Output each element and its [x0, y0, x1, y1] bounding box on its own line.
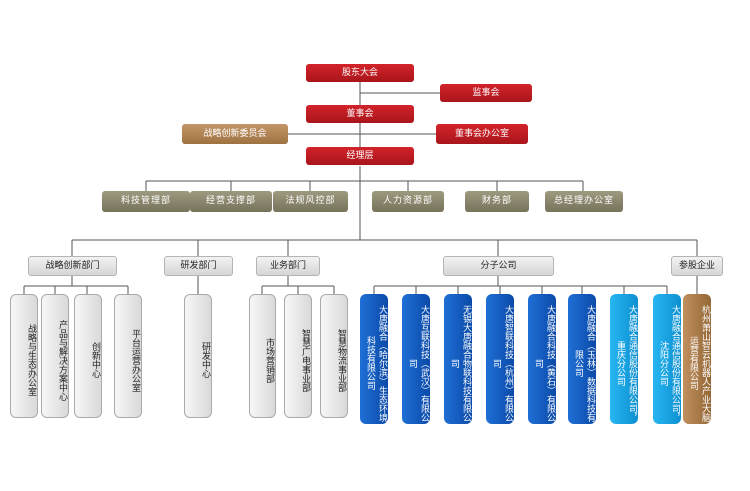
- group-business-dept: 业务部门: [256, 256, 320, 276]
- function-dept: 财务部: [465, 191, 529, 212]
- group-subsidiaries: 分子公司: [443, 256, 554, 276]
- board-of-directors: 董事会: [306, 105, 414, 123]
- business-unit: 智慧广电事业部: [284, 294, 312, 418]
- function-dept: 总经理办公室: [545, 191, 623, 212]
- strategy-unit: 战略与生态办公室: [10, 294, 38, 418]
- group-equity: 参股企业: [671, 256, 723, 276]
- function-dept: 科技管理部: [102, 191, 190, 212]
- shareholders-meeting: 股东大会: [306, 64, 414, 82]
- subsidiary-unit: 大唐智联科技（杭州）有限公司: [486, 294, 514, 424]
- subsidiary-unit: 大唐融合（玉林）数据科技有限公司: [568, 294, 596, 424]
- subsidiary-unit: 大唐融合通信股份有限公司，重庆分公司: [610, 294, 638, 424]
- equity-unit: 杭州萧山智云机器人产业大脑运营有限公司: [683, 294, 711, 424]
- strategy-unit: 产品与解决方案中心: [41, 294, 69, 418]
- rnd-unit: 研发中心: [184, 294, 212, 418]
- subsidiary-unit: 大唐融合（哈尔滨）生态环境科技有限公司: [360, 294, 388, 424]
- strategy-unit: 平台运营办公室: [114, 294, 142, 418]
- board-office: 董事会办公室: [436, 124, 528, 144]
- supervisory-board: 监事会: [440, 84, 532, 102]
- function-dept: 人力资源部: [372, 191, 444, 212]
- group-strategy-dept: 战略创新部门: [28, 256, 117, 276]
- business-unit: 市场营销部: [249, 294, 276, 418]
- subsidiary-unit: 大唐互联科技（武汉）有限公司: [402, 294, 430, 424]
- strategy-unit: 创新中心: [74, 294, 102, 418]
- subsidiary-unit: 大唐融合通信股份有限公司，沈阳分公司: [653, 294, 681, 424]
- function-dept: 法规风控部: [273, 191, 348, 212]
- group-rnd-dept: 研发部门: [164, 256, 233, 276]
- business-unit: 智慧物流事业部: [320, 294, 348, 418]
- subsidiary-unit: 无锡大唐融合物联科技有限公司: [444, 294, 472, 424]
- management-layer: 经理层: [306, 147, 414, 165]
- subsidiary-unit: 大唐融合科技（黄石）有限公司: [528, 294, 556, 424]
- function-dept: 经营支撑部: [190, 191, 272, 212]
- strategy-committee: 战略创新委员会: [182, 124, 288, 144]
